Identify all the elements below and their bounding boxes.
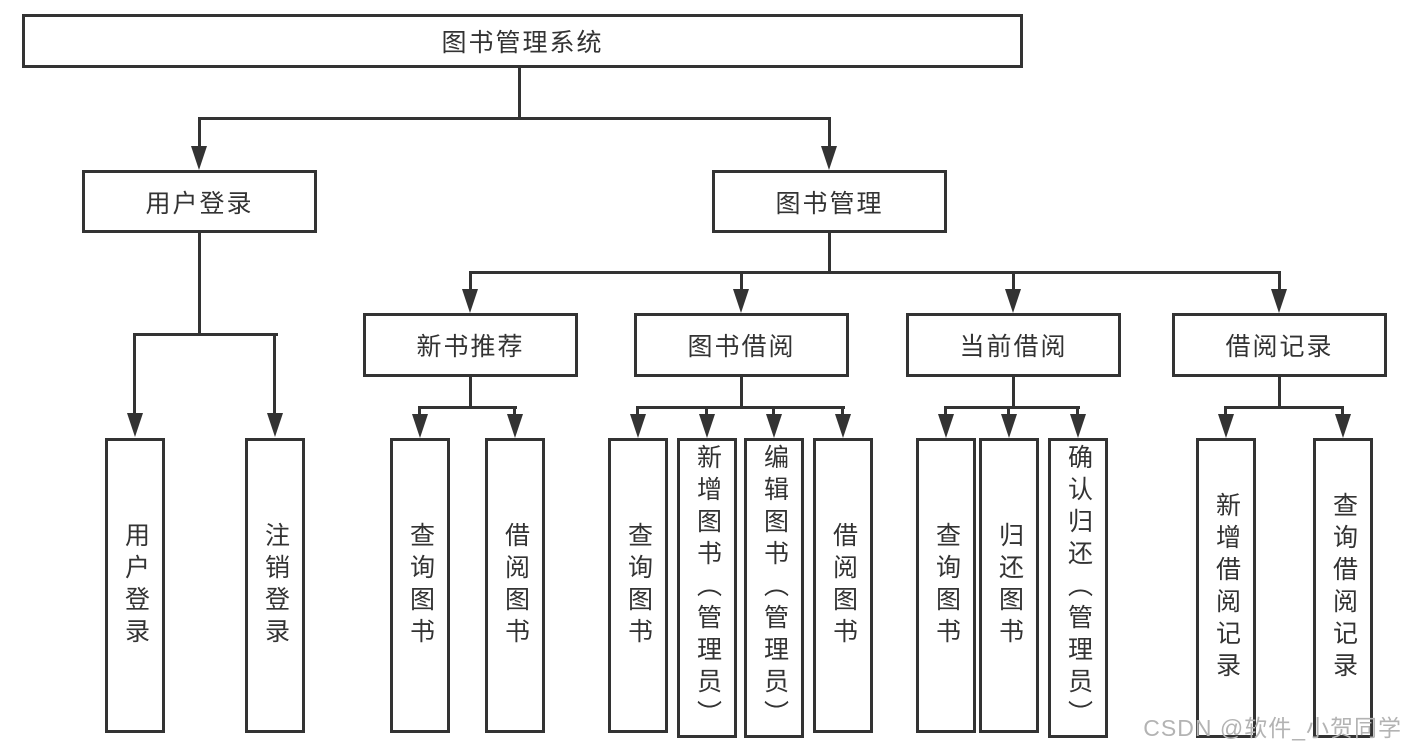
- leaf-borrowing-add-books-admin-label: 新增图书（管理员）: [693, 444, 722, 732]
- arrowhead-to-borrowing-records: [1271, 289, 1287, 313]
- leaf-records-query-record-label: 查询借阅记录: [1329, 492, 1358, 684]
- leaf-newbook-query-books-label: 查询图书: [406, 521, 435, 650]
- leaf-borrowing-borrow-books-label: 借阅图书: [829, 521, 858, 650]
- arrowhead-to-book-borrowing: [733, 289, 749, 313]
- leaf-current-confirm-return-admin: 确认归还（管理员）: [1048, 438, 1108, 738]
- connector-book-borrow-drop-3: [772, 406, 775, 416]
- leaf-newbook-borrow-books-label: 借阅图书: [501, 521, 530, 650]
- leaf-logout-label: 注销登录: [261, 521, 290, 650]
- leaf-logout: 注销登录: [245, 438, 305, 733]
- connector-book-mgmt-drop-1: [469, 271, 472, 291]
- connector-book-mgmt-drop-3: [1012, 271, 1015, 291]
- leaf-current-query-books-label: 查询图书: [932, 521, 961, 650]
- connector-current-borrow-drop-3: [1076, 406, 1079, 416]
- node-borrowing-records: 借阅记录: [1172, 313, 1387, 377]
- csdn-watermark: CSDN @软件_小贺同学: [1143, 715, 1402, 741]
- connector-book-mgmt-drop-2: [740, 271, 743, 291]
- arrowhead-to-leaf-logout: [267, 413, 283, 437]
- connector-book-borrow-drop-4: [841, 406, 844, 416]
- node-user-login-label: 用户登录: [145, 189, 254, 218]
- connector-user-login-branch: [133, 333, 278, 336]
- node-new-book-recommend-label: 新书推荐: [416, 333, 525, 361]
- leaf-current-return-books: 归还图书: [979, 438, 1039, 733]
- arrowhead-to-borrowing-edit: [766, 414, 782, 438]
- node-book-borrowing: 图书借阅: [634, 313, 849, 377]
- connector-borrow-record-drop-2: [1341, 406, 1344, 416]
- connector-borrow-record-stem: [1278, 377, 1281, 408]
- node-root-system-label: 图书管理系统: [441, 29, 604, 57]
- arrowhead-to-current-return: [1001, 414, 1017, 438]
- connector-user-login-drop-2: [273, 333, 276, 415]
- leaf-borrowing-edit-books-admin-label: 编辑图书（管理员）: [760, 444, 789, 732]
- leaf-records-add-record-label: 新增借阅记录: [1212, 492, 1241, 684]
- arrowhead-to-borrowing-query: [630, 414, 646, 438]
- arrowhead-to-book-management: [821, 146, 837, 170]
- connector-book-mgmt-stem: [828, 233, 831, 273]
- leaf-current-return-books-label: 归还图书: [995, 521, 1024, 650]
- connector-root-stem: [518, 68, 521, 119]
- connector-root-branch: [198, 117, 831, 120]
- leaf-borrowing-borrow-books: 借阅图书: [813, 438, 873, 733]
- node-book-management: 图书管理: [712, 170, 947, 233]
- leaf-user-login: 用户登录: [105, 438, 165, 733]
- connector-new-book-drop-1: [418, 406, 421, 416]
- leaf-newbook-borrow-books: 借阅图书: [485, 438, 545, 733]
- connector-book-borrow-branch: [636, 406, 845, 409]
- connector-book-mgmt-branch: [469, 271, 1281, 274]
- leaf-borrowing-query-books: 查询图书: [608, 438, 668, 733]
- connector-root-drop-left: [198, 117, 201, 149]
- arrowhead-to-borrowing-borrow: [835, 414, 851, 438]
- connector-book-borrow-stem: [740, 377, 743, 408]
- arrowhead-to-records-query: [1335, 414, 1351, 438]
- connector-book-borrow-drop-2: [705, 406, 708, 416]
- connector-new-book-branch: [418, 406, 517, 409]
- connector-user-login-stem: [198, 233, 201, 336]
- node-root-system: 图书管理系统: [22, 14, 1023, 68]
- connector-book-borrow-drop-1: [636, 406, 639, 416]
- connector-new-book-drop-2: [513, 406, 516, 416]
- connector-user-login-drop-1: [133, 333, 136, 415]
- connector-book-mgmt-drop-4: [1278, 271, 1281, 291]
- leaf-borrowing-query-books-label: 查询图书: [624, 521, 653, 650]
- node-user-login: 用户登录: [82, 170, 317, 233]
- connector-borrow-record-branch: [1224, 406, 1343, 409]
- arrowhead-to-current-confirm: [1070, 414, 1086, 438]
- leaf-borrowing-edit-books-admin: 编辑图书（管理员）: [744, 438, 804, 738]
- arrowhead-to-newbook-borrow: [507, 414, 523, 438]
- connector-current-borrow-branch: [944, 406, 1080, 409]
- connector-new-book-stem: [469, 377, 472, 408]
- arrowhead-to-newbook-query: [412, 414, 428, 438]
- leaf-records-add-record: 新增借阅记录: [1196, 438, 1256, 738]
- node-new-book-recommend: 新书推荐: [363, 313, 578, 377]
- node-current-borrowing: 当前借阅: [906, 313, 1121, 377]
- arrowhead-to-records-add: [1218, 414, 1234, 438]
- connector-root-drop-right: [828, 117, 831, 149]
- node-current-borrowing-label: 当前借阅: [959, 333, 1068, 361]
- arrowhead-to-leaf-user-login: [127, 413, 143, 437]
- leaf-current-confirm-return-admin-label: 确认归还（管理员）: [1064, 444, 1093, 732]
- arrowhead-to-user-login: [191, 146, 207, 170]
- node-borrowing-records-label: 借阅记录: [1225, 333, 1334, 361]
- arrowhead-to-current-borrowing: [1005, 289, 1021, 313]
- leaf-user-login-label: 用户登录: [121, 521, 150, 650]
- leaf-borrowing-add-books-admin: 新增图书（管理员）: [677, 438, 737, 738]
- arrowhead-to-new-book-recommend: [462, 289, 478, 313]
- node-book-management-label: 图书管理: [775, 189, 884, 218]
- arrowhead-to-current-query: [938, 414, 954, 438]
- connector-current-borrow-drop-1: [944, 406, 947, 416]
- arrowhead-to-borrowing-add: [699, 414, 715, 438]
- connector-current-borrow-drop-2: [1007, 406, 1010, 416]
- leaf-current-query-books: 查询图书: [916, 438, 976, 733]
- leaf-records-query-record: 查询借阅记录: [1313, 438, 1373, 738]
- node-book-borrowing-label: 图书借阅: [687, 333, 796, 361]
- connector-current-borrow-stem: [1012, 377, 1015, 408]
- connector-borrow-record-drop-1: [1224, 406, 1227, 416]
- leaf-newbook-query-books: 查询图书: [390, 438, 450, 733]
